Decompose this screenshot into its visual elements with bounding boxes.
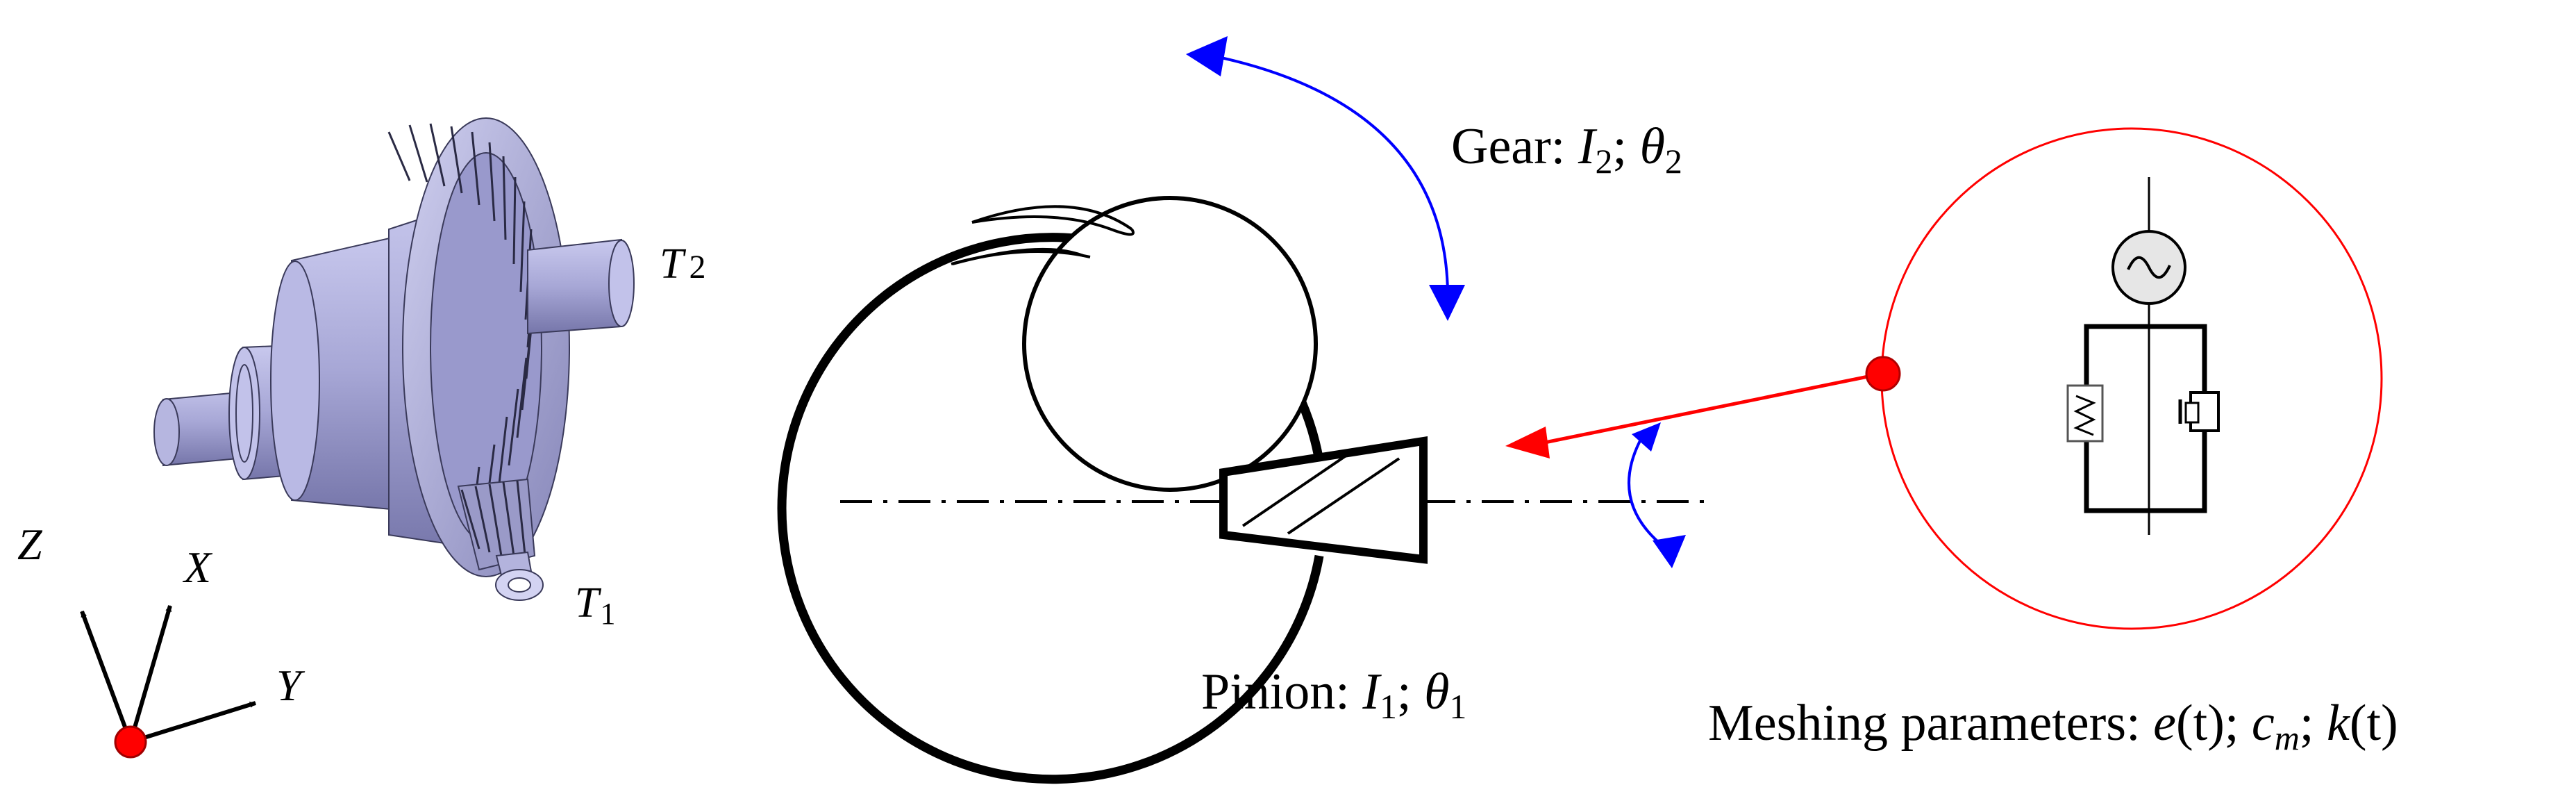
mesh-model-circle <box>1880 127 2383 630</box>
gear-schematic <box>777 196 1715 784</box>
axis-x-label: X <box>182 543 213 592</box>
spring-damper-model <box>2066 177 2220 535</box>
axes-origin-dot <box>114 725 147 759</box>
axis-y-label: Y <box>276 661 306 710</box>
spring-icon <box>2066 384 2104 443</box>
gear-rotation-arrow-icon <box>1186 36 1465 321</box>
mesh-link-arrow <box>1505 372 1882 458</box>
meshing-parameters-label: Meshing parameters: e(t); cm; k(t) <box>1708 695 2398 757</box>
pinion-rotation-arrow-icon <box>1628 422 1686 568</box>
pinion-shape <box>1219 436 1428 564</box>
axis-z-label: Z <box>17 520 43 569</box>
torque-t1-label: T1 <box>575 579 615 631</box>
coordinate-axes-icon <box>80 605 256 759</box>
mesh-point-dot <box>1865 356 1901 392</box>
bevel-gear-model <box>153 117 635 601</box>
damper-icon <box>2178 391 2220 432</box>
pinion-label: Pinion: I1; θ1 <box>1201 663 1466 726</box>
gear-label: Gear: I2; θ2 <box>1451 118 1682 181</box>
